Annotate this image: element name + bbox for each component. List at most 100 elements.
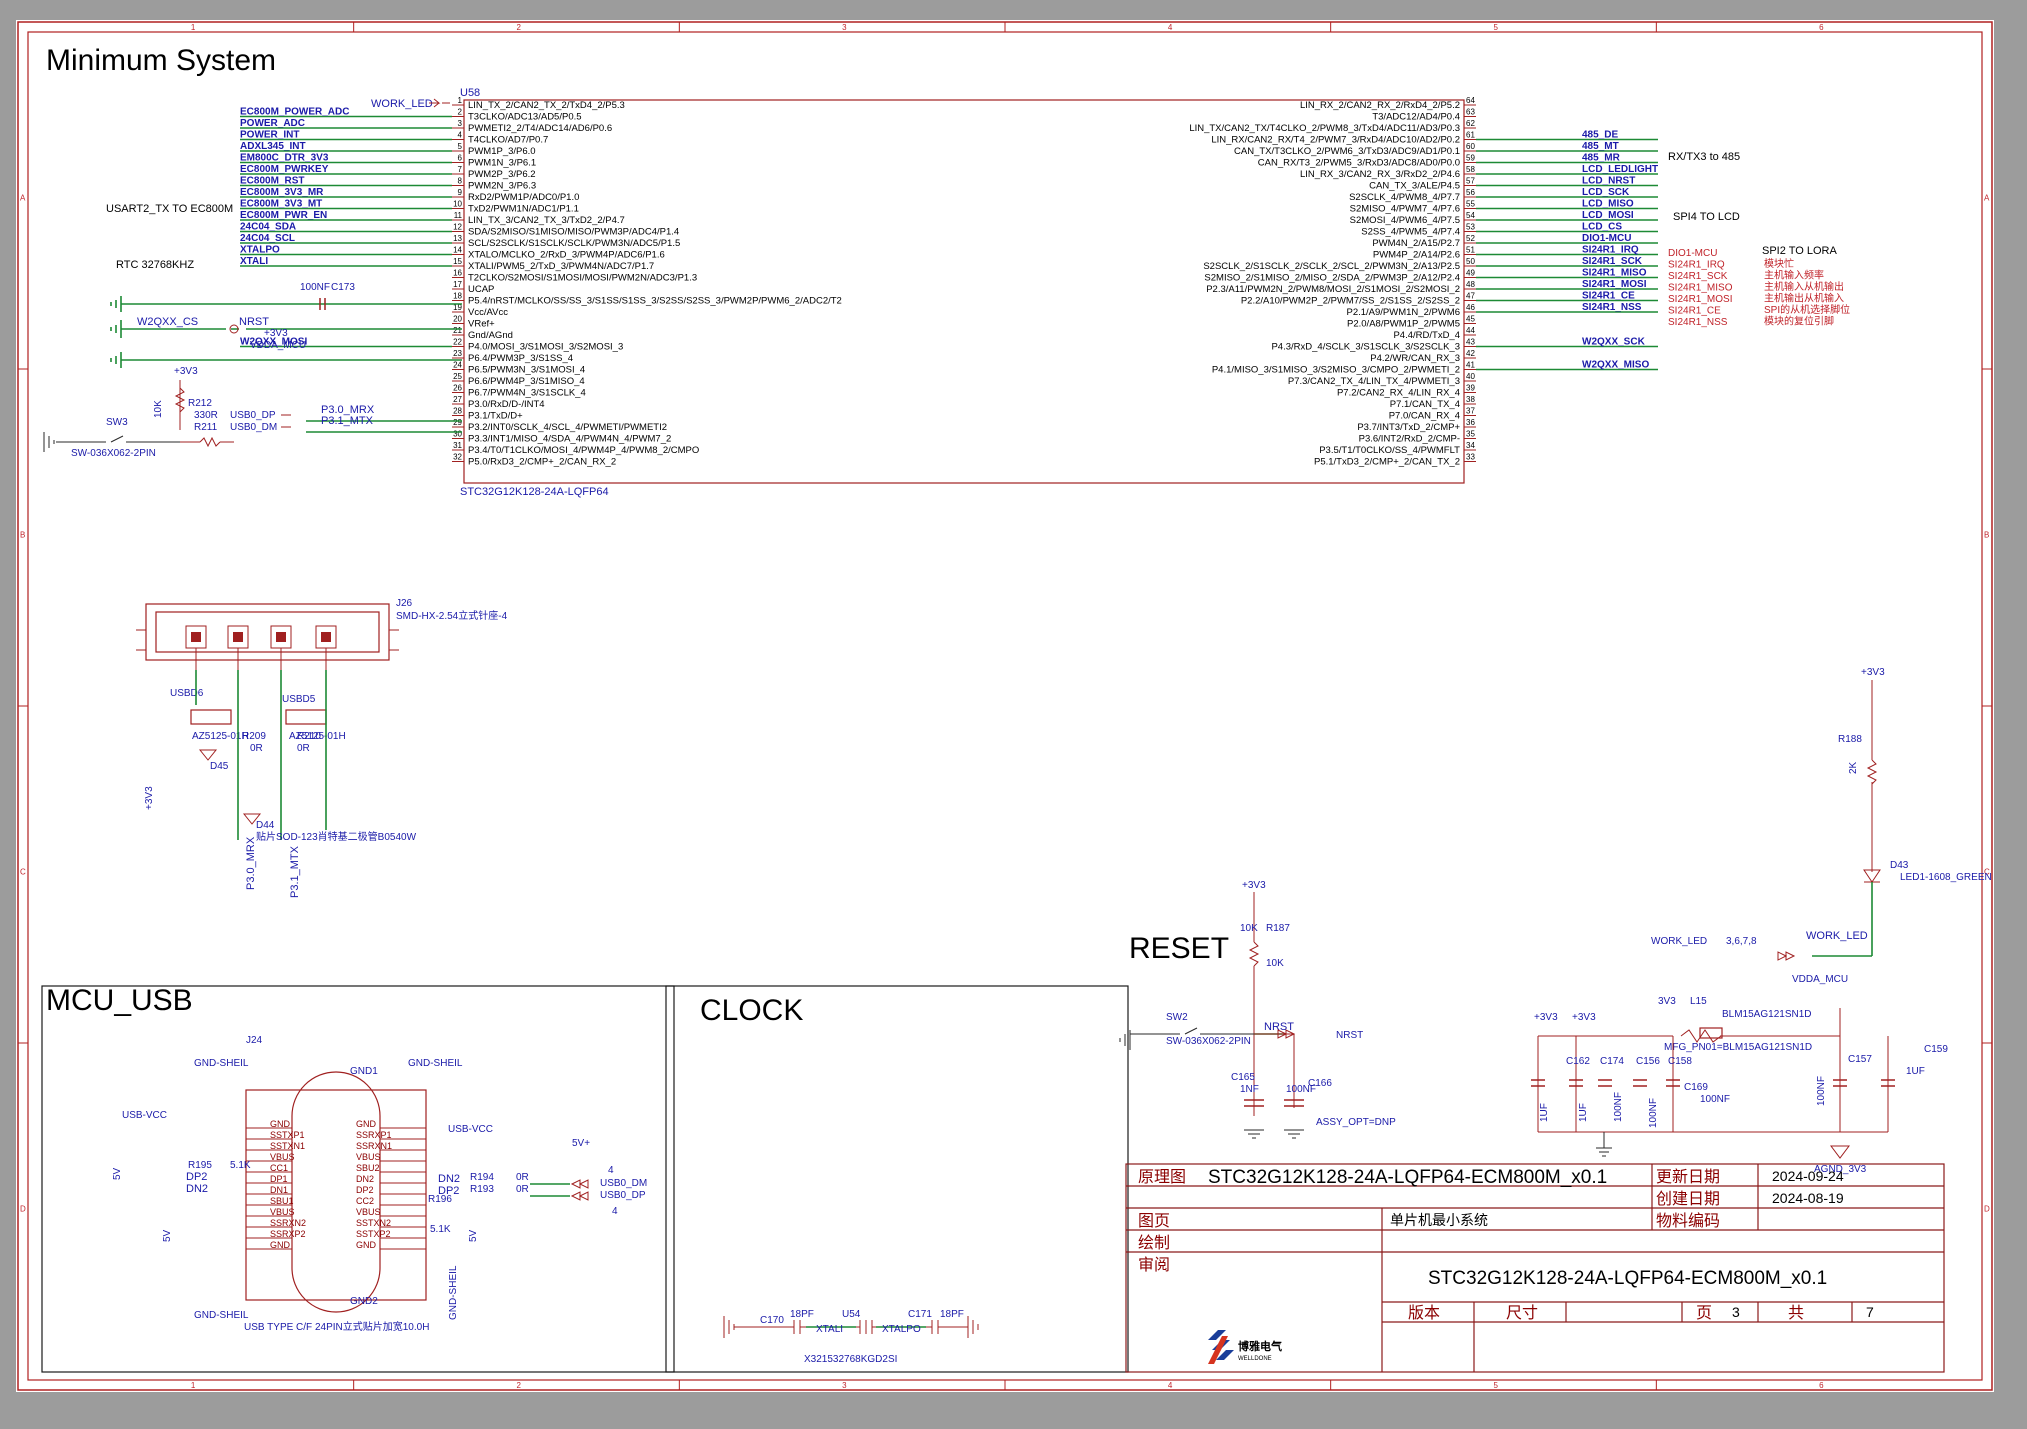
- left-net-labels: EC800M_POWER_ADCPOWER_ADCPOWER_INTADXL34…: [240, 107, 452, 348]
- mcu-pin-number: 57: [1466, 177, 1475, 186]
- tb-label-pg: 页: [1696, 1305, 1712, 1322]
- mcu-pin-number: 6: [458, 154, 463, 163]
- right-net-label: SI24R1_NSS: [1582, 302, 1642, 313]
- usb-5v-right: 5V: [468, 1229, 479, 1242]
- tb-big-title: STC32G12K128-24A-LQFP64-ECM800M_x0.1: [1428, 1268, 1827, 1289]
- az5125-right: AZ5125-01H: [289, 731, 346, 742]
- mcu-pin-number: 61: [1466, 131, 1475, 140]
- zone-row-right: D: [1984, 1205, 1990, 1214]
- c174-value: 1UF: [1578, 1103, 1589, 1122]
- mcu-pin-name: P4.4/RD/TxD_4: [1393, 330, 1460, 341]
- mcu-pin-number: 31: [453, 441, 462, 450]
- p31-mtx-net: P3.1_MTX: [321, 415, 374, 427]
- usb-pin-name: GND: [270, 1240, 291, 1250]
- mcu-pin-number: 22: [453, 338, 462, 347]
- mcu-pin-number: 30: [453, 430, 462, 439]
- r188-value: 2K: [1848, 761, 1859, 774]
- tb-page-name: 单片机最小系统: [1390, 1212, 1488, 1228]
- p3v3-c: 3V3: [1658, 996, 1676, 1007]
- r193-ref: R193: [470, 1184, 494, 1195]
- usb-pin-name: VBUS: [356, 1207, 381, 1217]
- logo-cn: 博雅电气: [1238, 1339, 1282, 1353]
- clock-circuit: C170 18PF U54 C171 18PF XTALI XTALPO X32…: [723, 1309, 979, 1365]
- right-net-label: 485_MT: [1582, 141, 1619, 152]
- lora-signal-note: SI24R1_MISO: [1668, 283, 1733, 294]
- mcu-pin-number: 47: [1466, 292, 1475, 301]
- mcu-pin-name: LIN_TX/CAN2_TX/T4CLKO_2/PWM8_3/TxD4/ADC1…: [1189, 123, 1460, 134]
- usb-pin-name: SSRXN2: [270, 1218, 306, 1228]
- c158-value: 100NF: [1648, 1098, 1659, 1128]
- c169-value: 100NF: [1700, 1094, 1730, 1105]
- zone-col-bottom: 6: [1819, 1381, 1824, 1390]
- mcu-pin-number: 54: [1466, 211, 1475, 220]
- tb-page-no: 3: [1732, 1304, 1740, 1320]
- mcu-pin-number: 26: [453, 384, 462, 393]
- left-net-label: EC800M_3V3_MR: [240, 187, 324, 198]
- r195-value: 5.1K: [230, 1160, 251, 1171]
- left-net-label: EC800M_RST: [240, 176, 304, 187]
- mcu-pin-name: P5.1/TxD3_2/CMP+_2/CAN_TX_2: [1314, 457, 1460, 468]
- mcu-pin-name: PWMETI2_2/T4/ADC14/AD6/P0.6: [468, 123, 612, 134]
- usbc-shell: [291, 1071, 381, 1313]
- mcu-pin-number: 28: [453, 407, 462, 416]
- gnd-sheil-bottom: GND-SHEIL: [194, 1310, 249, 1321]
- mcu-pin-number: 27: [453, 395, 462, 404]
- c173-ref: C173: [331, 282, 355, 293]
- mcu-pin-number: 29: [453, 418, 462, 427]
- mcu-pin-name: S2MOSI_4/PWM6_4/P7.5: [1350, 215, 1460, 226]
- right-net-label: W2QXX_SCK: [1582, 337, 1646, 348]
- d44-part: 贴片SOD-123肖特基二极管B0540W: [256, 830, 417, 843]
- mcu-pin-name: P6.5/PWM3N_3/S1MOSI_4: [468, 365, 585, 376]
- mcu-pin-name: PWM4P_2/A14/P2.6: [1373, 250, 1460, 261]
- p30-mrx-j26: P3.0_MRX: [245, 836, 257, 890]
- right-net-label: LCD_SCK: [1582, 187, 1630, 198]
- u54-ref: U54: [842, 1309, 861, 1320]
- left-net-label: POWER_ADC: [240, 118, 305, 129]
- usb-pin-name: SSTXP1: [270, 1130, 305, 1140]
- r211-ref: R211: [194, 422, 218, 433]
- usb-pin-name: CC1: [270, 1163, 288, 1173]
- c174-ref: C174: [1600, 1056, 1624, 1067]
- d45-ref: D45: [210, 761, 229, 772]
- left-net-label: EM800C_DTR_3V3: [240, 153, 329, 164]
- tb-label-update: 更新日期: [1656, 1168, 1720, 1186]
- mcu-pin-number: 15: [453, 257, 462, 266]
- r209-value: 0R: [250, 743, 263, 754]
- j24-part: USB TYPE C/F 24PIN立式贴片加宽10.0H: [244, 1320, 429, 1333]
- mcu-pin-name: P4.2/WR/CAN_RX_3: [1370, 353, 1460, 364]
- usb0-dm-net: USB0_DM: [230, 422, 277, 433]
- mfg-pn: MFG_PN01=BLM15AG121SN1D: [1664, 1042, 1812, 1053]
- connector-j26[interactable]: J26 SMD-HX-2.54立式针座-4 USBD6 USBD5 AZ5125…: [136, 598, 508, 898]
- usb-pin-name: CC2: [356, 1196, 374, 1206]
- zone-col-top: 4: [1168, 23, 1173, 32]
- mcu-pin-number: 8: [458, 177, 463, 186]
- mcu-pin-name: S2MISO_4/PWM7_4/P7.6: [1350, 204, 1460, 215]
- usb-c-connector-j24[interactable]: J24 GNDSSTXP1SSTXN1VBUSCC1DP1DN1SBU1VBUS…: [112, 1035, 647, 1333]
- xtalpo-net: XTALPO: [882, 1324, 921, 1335]
- mcu-pin-name: P2.0/A8/PWM1P_2/PWM5: [1347, 319, 1460, 330]
- tb-total: 7: [1866, 1304, 1874, 1320]
- tb-label-draw: 绘制: [1138, 1234, 1170, 1252]
- mcu-pin-name: VRef+: [468, 319, 495, 330]
- usb-pin-name: VBUS: [270, 1207, 295, 1217]
- mcu-pin-name: CAN_TX_3/ALE/P4.5: [1369, 181, 1460, 192]
- r212-value: 330R: [194, 410, 218, 421]
- p3v3-reset: +3V3: [1242, 880, 1266, 891]
- left-net-label: EC800M_PWRKEY: [240, 164, 329, 175]
- c169-ref: C169: [1684, 1082, 1708, 1093]
- c162-value: 1UF: [1539, 1103, 1550, 1122]
- zone-col-bottom: 5: [1494, 1381, 1499, 1390]
- left-net-label: POWER_INT: [240, 130, 299, 141]
- mcu-pin-number: 53: [1466, 223, 1475, 232]
- mcu-pin-name: RxD2/PWM1P/ADC0/P1.0: [468, 192, 579, 203]
- mcu-pin-number: 21: [453, 326, 462, 335]
- right-net-label: SI24R1_IRQ: [1582, 245, 1639, 256]
- c162-ref: C162: [1566, 1056, 1590, 1067]
- zone-col-bottom: 3: [842, 1381, 847, 1390]
- mcu-pin-number: 13: [453, 234, 462, 243]
- mcu-pin-number: 48: [1466, 280, 1475, 289]
- usb-pin-name: DP2: [356, 1185, 374, 1195]
- mcu-pin-number: 33: [1466, 453, 1475, 462]
- az5125-left: AZ5125-01H: [192, 731, 249, 742]
